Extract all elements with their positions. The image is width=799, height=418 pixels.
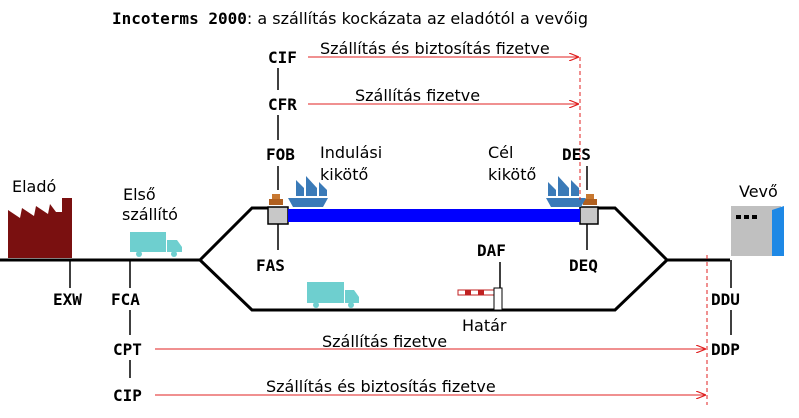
cif-arrow-label: Szállítás és biztosítás fizetve — [320, 39, 550, 58]
cip-arrow-label: Szállítás és biztosítás fizetve — [266, 377, 496, 396]
term-fas: FAS — [256, 256, 285, 275]
barrier-icon — [457, 287, 503, 311]
buyer-label: Vevő — [739, 182, 778, 201]
tick-marks — [69, 68, 732, 378]
bollard-icon — [269, 194, 283, 205]
term-ddp: DDP — [711, 340, 740, 359]
factory-icon — [8, 198, 72, 258]
cfr-arrow-label: Szállítás fizetve — [355, 86, 480, 105]
route-lines — [0, 206, 730, 312]
first-carrier-label-line2: szállító — [122, 205, 178, 224]
term-daf: DAF — [477, 241, 506, 260]
term-ddu: DDU — [711, 290, 740, 309]
departure-port-label-line1: Indulási — [320, 143, 382, 162]
first-carrier-label-line1: Első — [123, 185, 156, 204]
destination-quay — [579, 206, 599, 225]
diagram-title: Incoterms 2000: a szállítás kockázata az… — [112, 9, 588, 28]
term-fca: FCA — [111, 290, 140, 309]
term-exw: EXW — [53, 290, 82, 309]
term-fob: FOB — [266, 145, 295, 164]
term-deq: DEQ — [569, 256, 598, 275]
sea-route — [288, 209, 580, 222]
ship-icon — [288, 176, 328, 207]
term-cif: CIF — [268, 48, 297, 67]
term-cfr: CFR — [268, 95, 297, 114]
ship-icon — [546, 176, 586, 207]
border-label: Határ — [462, 316, 507, 335]
term-cip: CIP — [113, 386, 142, 405]
destination-port-label-line2: kikötő — [488, 165, 536, 184]
risk-transfer-lines — [579, 57, 708, 405]
truck-icon — [307, 282, 359, 308]
departure-quay — [267, 206, 289, 225]
cost-arrows — [155, 57, 705, 395]
term-des: DES — [562, 145, 591, 164]
term-cpt: CPT — [113, 340, 142, 359]
bollard-icon — [583, 194, 597, 205]
destination-port-label-line1: Cél — [488, 143, 513, 162]
building-icon — [731, 206, 784, 256]
departure-port-label-line2: kikötő — [320, 165, 368, 184]
seller-label: Eladó — [12, 177, 56, 196]
cpt-arrow-label: Szállítás fizetve — [322, 332, 447, 351]
truck-icon — [130, 232, 182, 257]
